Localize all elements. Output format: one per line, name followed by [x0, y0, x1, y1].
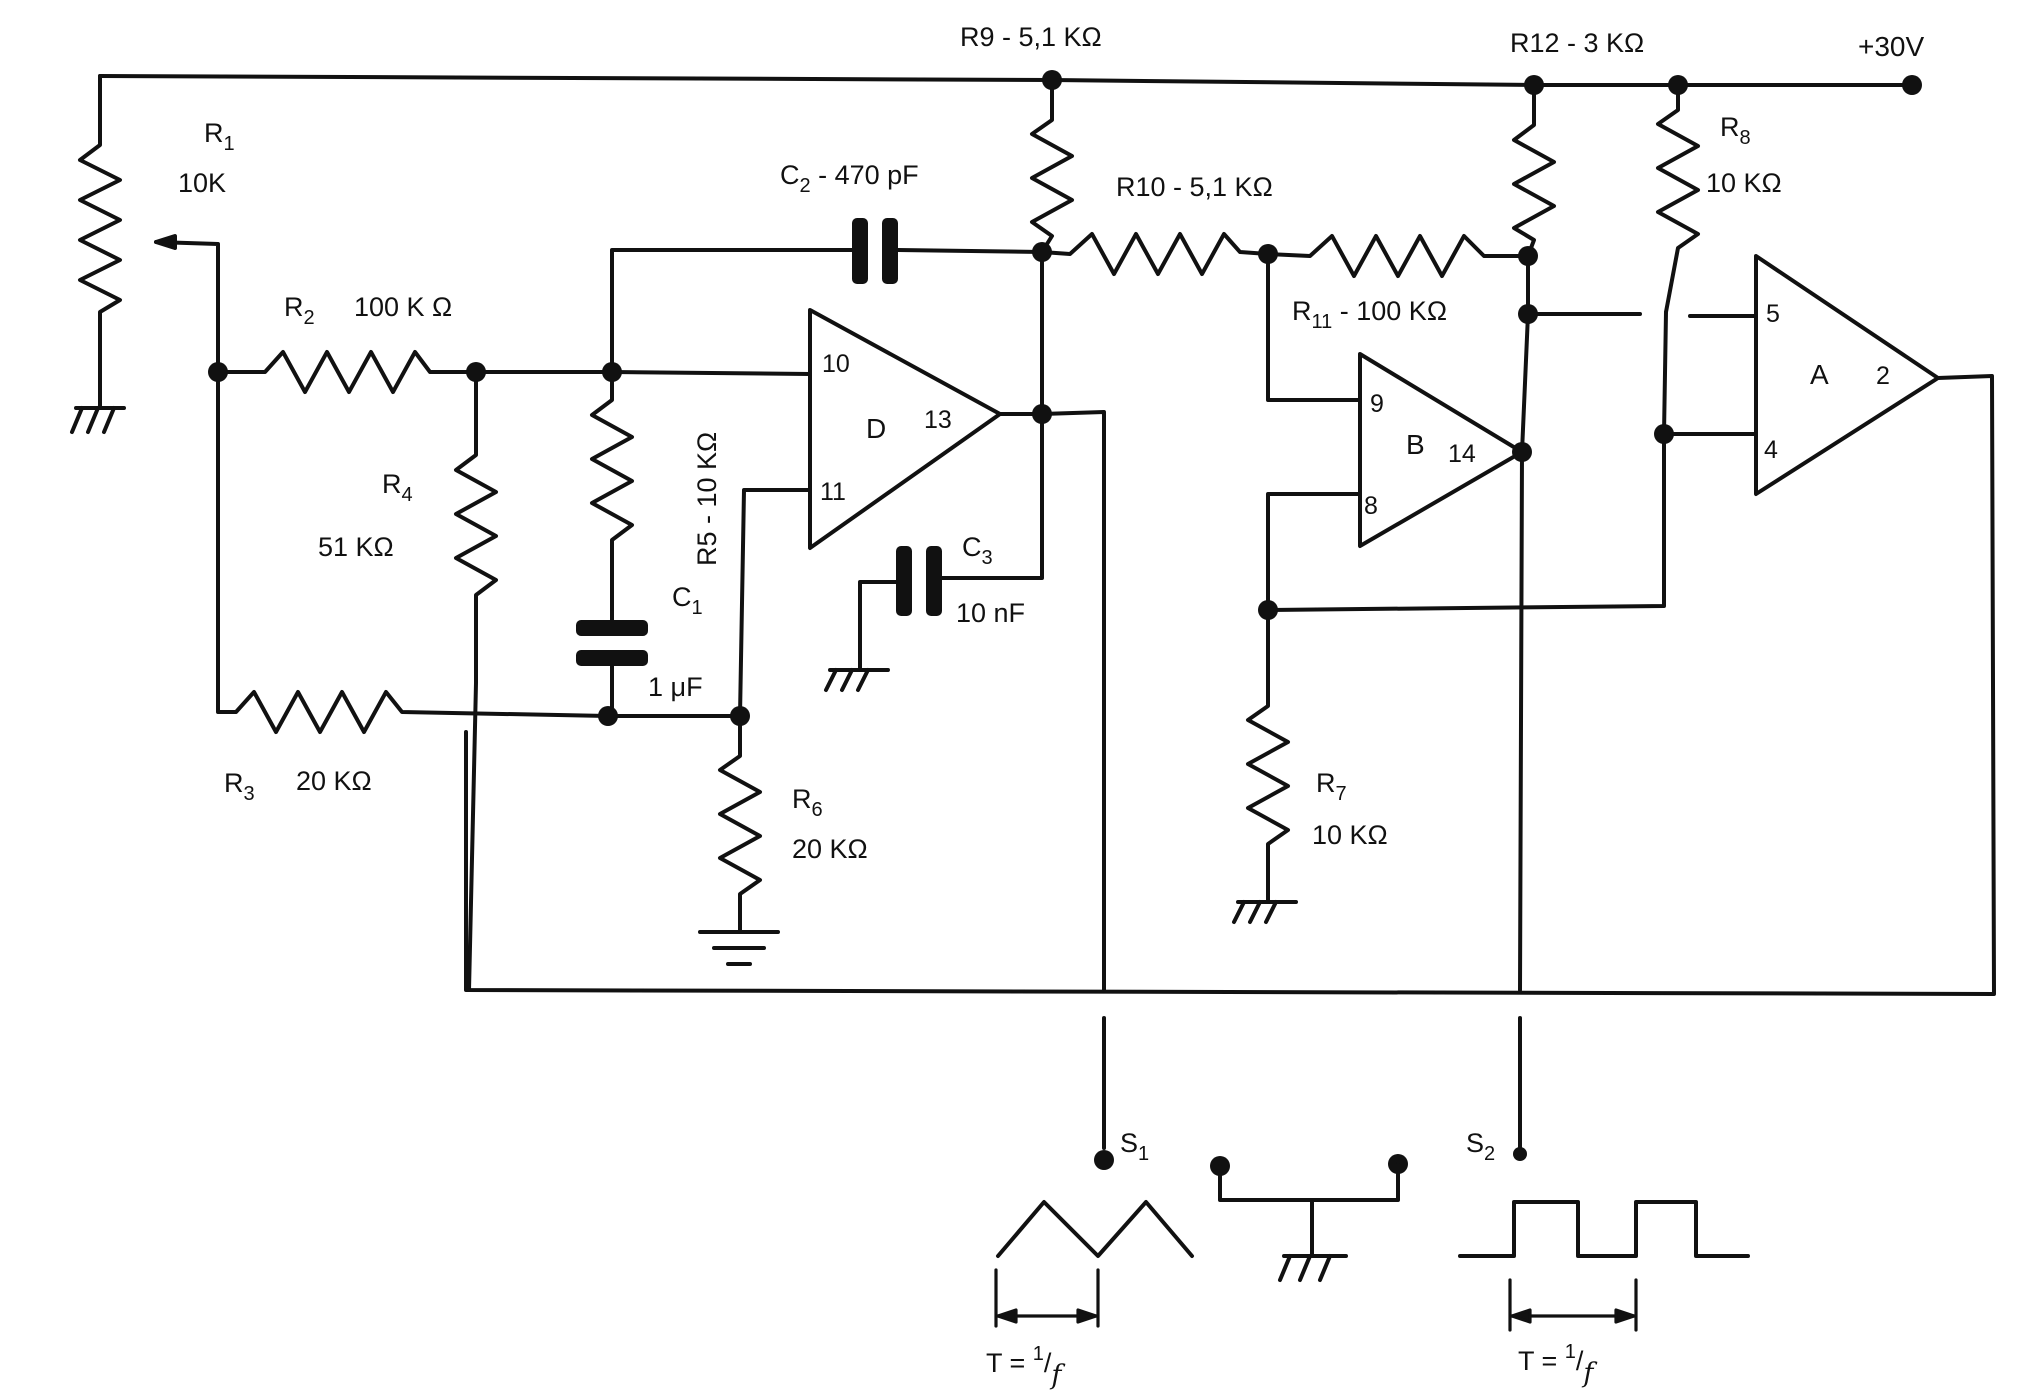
wire-d-noninverting [606, 488, 812, 718]
r4-name: R4 [382, 469, 413, 506]
resistor-r10: R10 - 5,1 KΩ [1040, 172, 1273, 276]
r10-label: R10 - 5,1 KΩ [1116, 172, 1273, 202]
r2-name: R2 [284, 292, 315, 329]
opamp-d: 10 11 13 D [808, 308, 1002, 550]
supply-rail: +30V [98, 31, 1924, 95]
wire-a-pin5 [1526, 312, 1758, 318]
capacitor-c2: C2 - 470 pF [780, 160, 1044, 284]
opamp-d-label: D [866, 413, 886, 444]
square-period-label: T = 1/f [1518, 1341, 1597, 1389]
r3-value: 20 KΩ [296, 766, 372, 796]
r7-value: 10 KΩ [1312, 820, 1388, 850]
resistor-r12: R12 - 3 KΩ [1510, 28, 1644, 258]
resistor-r3: R3 20 KΩ [216, 370, 610, 805]
r12-label: R12 - 3 KΩ [1510, 28, 1644, 58]
resistor-r5: R5 - 10 KΩ [590, 248, 842, 614]
wire-a-feedback [464, 374, 1996, 996]
pin-a-4: 4 [1764, 436, 1778, 464]
r2-value: 100 K Ω [354, 292, 452, 322]
pin-d-11: 11 [820, 478, 846, 506]
s2-label: S2 [1466, 1128, 1495, 1165]
switch-s2: S2 [1466, 1016, 1527, 1165]
r9-label: R9 - 5,1 KΩ [960, 22, 1102, 52]
c1-name: C1 [672, 582, 703, 619]
junction-dots [208, 70, 1688, 726]
r6-name: R6 [792, 784, 823, 821]
resistor-r6: R6 20 KΩ [698, 714, 868, 966]
switch-s1: S1 [1094, 1016, 1149, 1170]
opamp-b-label: B [1406, 429, 1425, 460]
capacitor-c1: C1 1 μF [576, 582, 703, 716]
wire-b-output [1518, 254, 1530, 992]
r3-name: R3 [224, 768, 255, 805]
pin-a-2: 2 [1876, 362, 1890, 390]
r8-name: R8 [1720, 112, 1751, 149]
c3-value: 10 nF [956, 598, 1025, 628]
pin-b-8: 8 [1364, 492, 1378, 520]
r4-value: 51 KΩ [318, 532, 394, 562]
s1-label: S1 [1120, 1128, 1149, 1165]
resistor-r2: R2 100 K Ω [216, 292, 478, 394]
square-waveform: T = 1/f [1458, 1200, 1750, 1389]
c2-name: C2 - 470 pF [780, 160, 919, 197]
opamp-b: 9 8 14 B [1358, 352, 1524, 548]
c1-value: 1 μF [648, 672, 703, 702]
resistor-r11: R11 - 100 KΩ [1266, 234, 1530, 333]
r11-name: R11 - 100 KΩ [1292, 296, 1447, 333]
r1-name: R1 [204, 118, 235, 155]
r8-value: 10 KΩ [1706, 168, 1782, 198]
resistor-r8: R8 10 KΩ [1656, 83, 1782, 314]
pin-a-5: 5 [1766, 300, 1780, 328]
switch-selector [1210, 1154, 1408, 1282]
c3-name: C3 [962, 532, 993, 569]
triangle-waveform: T = 1/f [986, 1200, 1194, 1391]
resistor-r1: R1 10K [70, 74, 235, 434]
pin-b-9: 9 [1370, 390, 1384, 418]
pin-b-14: 14 [1448, 440, 1476, 468]
resistor-r4: R4 51 KΩ [318, 370, 498, 992]
capacitor-c3: C3 10 nF [824, 532, 1025, 692]
wire-b-to-a [1266, 432, 1666, 612]
pin-d-10: 10 [822, 350, 850, 378]
wire-d-feedback [928, 250, 1044, 580]
opamp-a-label: A [1810, 359, 1829, 390]
opamp-a: 5 4 2 A [1754, 254, 1940, 496]
r5-label: R5 - 10 KΩ [692, 432, 722, 566]
resistor-r9: R9 - 5,1 KΩ [960, 22, 1102, 254]
r1-value: 10K [178, 168, 226, 198]
wire-d-output [998, 410, 1106, 992]
r7-name: R7 [1316, 768, 1347, 805]
wire-d-inverting [474, 370, 812, 376]
resistor-r7: R7 10 KΩ [1232, 608, 1388, 924]
pin-d-13: 13 [924, 406, 952, 434]
r6-value: 20 KΩ [792, 834, 868, 864]
wire-a-pin4 [1662, 310, 1758, 436]
wire-b-pin9 [1266, 252, 1362, 402]
supply-label: +30V [1858, 31, 1924, 62]
wire-b-pin8 [1266, 492, 1362, 612]
triangle-period-label: T = 1/f [986, 1343, 1065, 1391]
